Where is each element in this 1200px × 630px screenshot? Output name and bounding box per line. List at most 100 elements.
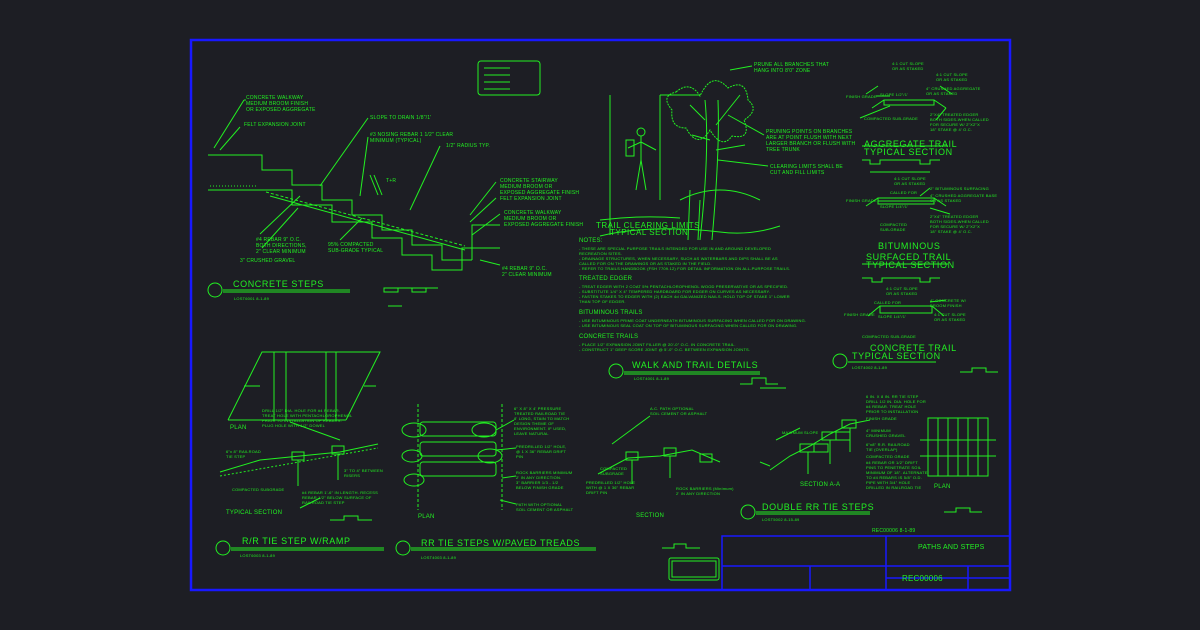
- bit-note-4: FINISH GRADE: [846, 198, 877, 203]
- concrete-trail-code: LOST4002 8-1-89: [852, 365, 888, 370]
- rr-section-label: TYPICAL SECTION: [226, 510, 283, 516]
- rr-note-4: #4 REBAR 1'-6" IN LENGTH. RECESS REBAR 1…: [302, 490, 378, 505]
- stamp-box: [668, 557, 720, 581]
- agg-note-3: SLOPE 1/2"/1': [880, 92, 909, 97]
- bituminous-title: BITUMINOUS: [878, 241, 941, 251]
- agg-note-0: 4:1 CUT SLOPE OR AS STAKED: [892, 61, 924, 71]
- rr-plan-label: PLAN: [230, 425, 247, 431]
- aggregate-subtitle: TYPICAL SECTION: [864, 147, 953, 157]
- dbl-section-label: SECTION A-A: [800, 482, 841, 488]
- edger-header: TREATED EDGER: [579, 276, 633, 282]
- agg-note-1: 4:1 CUT SLOPE OR AS STAKED: [936, 72, 968, 82]
- cs-note-walkway2: CONCRETE WALKWAY MEDIUM BROOM OR EXPOSED…: [504, 210, 584, 228]
- cs-note-rebar2: #4 REBAR 9" O.C. 2" CLEAR MINIMUM: [502, 266, 552, 278]
- bit-note-2: 2" BITUMINOUS SURFACING: [930, 186, 989, 191]
- cs-note-nosing: #3 NOSING REBAR 1 1/2" CLEAR MINIMUM (TY…: [370, 132, 454, 144]
- rr-note-0: DRILL 1/2" DIA. HOLE FOR #4 REBAR. TREAT…: [262, 408, 353, 428]
- trail-clearing-drawing: [599, 65, 781, 241]
- bituminous-subtitle2: TYPICAL SECTION: [866, 260, 955, 270]
- double-rr-code: LOST5002 8-15-89: [762, 517, 800, 522]
- dbl-note-2: FINISH GRADE: [866, 416, 897, 421]
- agg-note-6: 2"X4" TREATED EDGER BOTH SIDES-WHEN CALL…: [930, 112, 989, 132]
- rr-tie-paved-plan: [401, 404, 517, 510]
- aggregate-title: AGGREGATE TRAIL: [864, 139, 958, 149]
- cs-note-gravel: 3" CRUSHED GRAVEL: [240, 258, 296, 264]
- aggregate-trail-drawing: [859, 85, 953, 173]
- concrete-steps-drawing: [208, 99, 501, 271]
- bit-note-6: COMPACTED SUB-GRADE: [880, 222, 908, 232]
- notes-header: NOTES:: [579, 238, 603, 244]
- agg-note-5: COMPACTED SUB-GRADE: [864, 116, 918, 121]
- rr-tie-ramp-section: [219, 421, 379, 509]
- agg-note-4: 4" CRUSHED AGGREGATE OR AS STAKED: [926, 86, 981, 96]
- double-rr-tie-plan: [920, 417, 996, 477]
- double-rr-tie-section: [759, 419, 871, 474]
- concrete-trail-drawing: [867, 299, 947, 317]
- concrete-steps-title: CONCRETE STEPS: [233, 279, 324, 289]
- agg-note-2: FINISH GRADE: [846, 94, 877, 99]
- bit-note-1: CALLED FOR: [890, 190, 918, 195]
- dbl-note-6: #4 REBAR OR 1/2" DRIFT PINS TO PENETRATE…: [866, 460, 928, 490]
- paved-note-0: 6" X 8" X 4' PRESSURE TREATED RAILROAD T…: [514, 406, 570, 436]
- notes-body: - THESE ARE SPECIAL PURPOSE TRAILS INTEN…: [579, 246, 791, 271]
- walk-trail-code: LOST4001 8-1-89: [634, 376, 670, 381]
- legend-box: [477, 60, 541, 96]
- concrete-trail-subtitle: TYPICAL SECTION: [852, 351, 941, 361]
- rr-ramp-code: LOST6003 8-1-89: [240, 553, 276, 558]
- paved-note-1: PREDRILLED 1/2" HOLE, @ 1 X 36" REBAR DR…: [516, 444, 567, 459]
- bituminous-subtitle: SURFACED TRAIL: [866, 252, 952, 262]
- drawing-code: REC00006 8-1-89: [872, 528, 916, 534]
- bit-body: - USE BITUMINOUS PRIME COAT UNDERNEATH B…: [579, 318, 807, 328]
- ct-note-5: SLOPE 1/4"/1': [878, 314, 907, 319]
- ct-note-4: FINISH GRADE: [844, 312, 875, 317]
- rr-note-3: COMPACTED SUBGRADE: [232, 487, 285, 492]
- ct-note-3: 4:1 CUT SLOPE OR AS STAKED: [934, 312, 966, 322]
- paved-title: RR TIE STEPS W/PAVED TREADS: [421, 538, 581, 548]
- rr-tie-paved-section: [597, 415, 721, 484]
- cs-note-subgrade: 95% COMPACTED SUB-GRADE TYPICAL: [328, 242, 384, 254]
- dbl-note-0: MAXIMUM SLOPE: [782, 430, 819, 435]
- tc-note-pruning: PRUNING POINTS ON BRANCHES ARE AT POINT …: [766, 129, 856, 153]
- sheet-border: [189, 38, 1012, 592]
- rr-note-1: 6"x 8" RAILROAD TIE STEP: [226, 449, 261, 459]
- trail-clearing-subtitle: TYPICAL SECTION: [610, 228, 689, 237]
- bituminous-trail-drawing: [862, 187, 951, 283]
- walk-trail-title: WALK AND TRAIL DETAILS: [632, 360, 759, 370]
- ct-note-0: 4:1 CUT SLOPE OR AS STAKED: [886, 286, 918, 296]
- edger-body: - TREAT EDGER WITH 2 COAT 5% PENTACHLORO…: [579, 284, 790, 304]
- ct-note-2: 4" CONCRETE W/ BROOM FINISH: [930, 298, 966, 308]
- bit-note-5: SLOPE 1/4"/1': [880, 204, 909, 209]
- tc-note-clearing: CLEARING LIMITS SHALL BE CUT AND FILL LI…: [770, 164, 843, 176]
- bit-header: BITUMINOUS TRAILS: [579, 310, 643, 316]
- cs-note-felt2: FELT EXPANSION JOINT: [500, 196, 562, 202]
- paved-note-7: ROCK BARRIERS (Minimum) 2' IN ANY DIRECT…: [676, 486, 734, 496]
- title-block: [721, 535, 1011, 591]
- rr-note-2: 3" TO 4" BETWEEN RISERS: [344, 468, 384, 478]
- ct-note-1: CALLED FOR: [874, 300, 902, 305]
- concrete-steps-scale: [383, 287, 438, 307]
- tc-note-prune: PRUNE ALL BRANCHES THAT HANG INTO 8'0" Z…: [754, 62, 830, 74]
- cs-note-walkway: CONCRETE WALKWAY MEDIUM BROOM FINISH OR …: [246, 95, 316, 113]
- paved-plan-label: PLAN: [418, 514, 435, 520]
- bit-note-7: 2"X4" TREATED EDGER BOTH SIDES-WHEN CALL…: [930, 214, 989, 234]
- rr-ramp-title: R/R TIE STEP W/RAMP: [242, 536, 351, 546]
- dbl-note-3: 4" MINIMUM CRUSHED GRAVEL: [866, 428, 906, 438]
- cs-note-radius: 1/2" RADIUS TYP.: [446, 143, 490, 149]
- paved-code: LOST4003 8-1-89: [421, 555, 457, 560]
- conc-header: CONCRETE TRAILS: [579, 334, 639, 340]
- cs-note-tr: T+R: [386, 178, 397, 184]
- concrete-steps-code: LOST6001 8-1-89: [234, 296, 270, 301]
- paved-note-3: PATH WITH OPTIONAL SOIL CEMENT OR ASPHAL…: [516, 502, 574, 512]
- dbl-note-1: 6 IN. X 8 IN. RR TIE STEP DRILL 1/2 IN. …: [866, 394, 926, 414]
- sheet-title: PATHS AND STEPS: [918, 544, 985, 551]
- sheet-number: REC00006: [902, 574, 943, 583]
- dbl-plan-label: PLAN: [934, 484, 951, 490]
- dbl-note-5: COMPACTED GRADE: [866, 454, 910, 459]
- trail-clearing-title: TRAIL CLEARING LIMITS: [596, 221, 700, 230]
- double-rr-title: DOUBLE RR TIE STEPS: [762, 502, 875, 512]
- cs-note-slope: SLOPE TO DRAIN 1/8"/1': [370, 115, 432, 121]
- bit-note-3: 4" CRUSHED AGGREGATE BASE OR AS STAKED: [930, 193, 998, 203]
- cs-note-stairway: CONCRETE STAIRWAY MEDIUM BROOM OR EXPOSE…: [500, 178, 580, 196]
- cs-note-felt: FELT EXPANSION JOINT: [244, 122, 306, 128]
